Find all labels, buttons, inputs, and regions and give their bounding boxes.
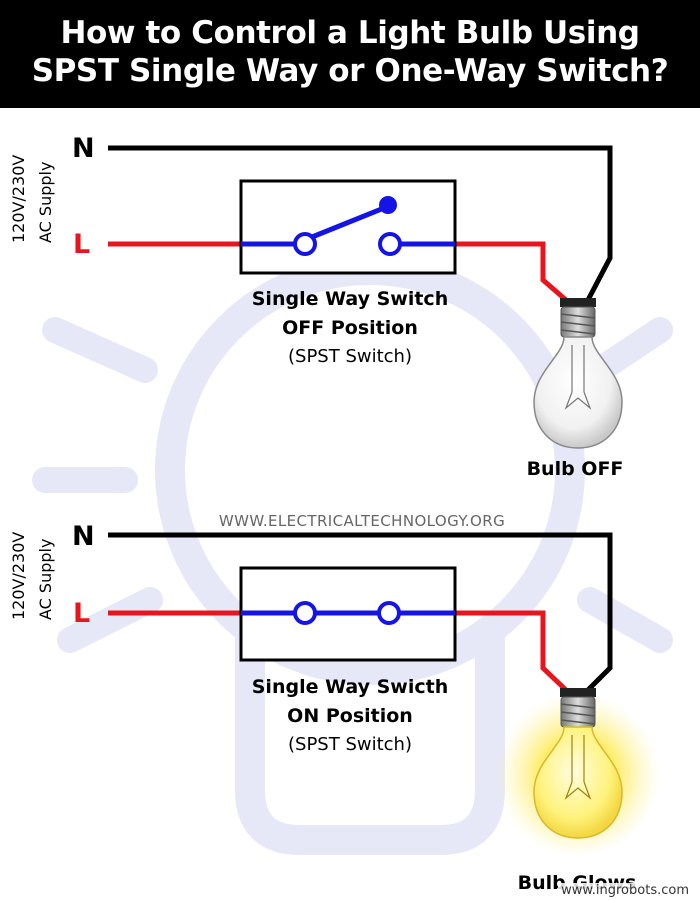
- off-switch-position: OFF Position: [282, 317, 418, 339]
- on-neutral-label: N: [72, 521, 95, 552]
- title-line-2: SPST Single Way or One-Way Switch?: [31, 53, 669, 89]
- off-switch-terminal-left: [293, 232, 317, 256]
- off-neutral-wire: [108, 145, 613, 302]
- off-bulb-label: Bulb OFF: [527, 458, 624, 480]
- off-live-label: L: [73, 229, 90, 260]
- title-banner: How to Control a Light Bulb Using SPST S…: [0, 0, 700, 108]
- on-neutral-wire: [108, 532, 613, 692]
- off-circuit: 120V/230V AC Supply N L Single Way Switc…: [9, 133, 623, 480]
- on-bulb: [496, 688, 660, 857]
- off-supply-label-2: AC Supply: [36, 162, 55, 243]
- on-supply-label-1: 120V/230V: [9, 532, 28, 620]
- credit-text: www.ingrobots.com: [558, 883, 692, 898]
- on-switch-name: Single Way Swicth: [252, 676, 448, 698]
- on-switch-position: ON Position: [287, 705, 413, 727]
- on-switch-type: (SPST Switch): [288, 734, 412, 755]
- on-live-label: L: [73, 598, 90, 629]
- wiring-diagram: WWW.ELECTRICALTECHNOLOGY.ORG 120V/230V A…: [9, 133, 673, 894]
- off-neutral-label: N: [72, 133, 95, 164]
- off-switch-type: (SPST Switch): [288, 346, 412, 367]
- off-switch-name: Single Way Switch: [252, 288, 448, 310]
- off-live-wire-out: [455, 241, 568, 302]
- off-bulb: [533, 298, 623, 449]
- on-circuit: 120V/230V AC Supply N L Single Way Swict…: [9, 521, 660, 894]
- off-switch-box: [239, 179, 457, 275]
- on-switch-terminal-right: [377, 601, 401, 625]
- on-supply-label-2: AC Supply: [36, 539, 55, 620]
- on-switch-terminal-left: [293, 601, 317, 625]
- off-switch-lever-tip: [379, 196, 397, 214]
- off-switch-terminal-right: [378, 232, 402, 256]
- title-line-1: How to Control a Light Bulb Using: [60, 15, 640, 51]
- watermark-text: WWW.ELECTRICALTECHNOLOGY.ORG: [219, 512, 505, 530]
- off-switch-lever: [311, 205, 385, 240]
- on-live-wire-out: [455, 610, 568, 692]
- off-supply-label-1: 120V/230V: [9, 155, 28, 243]
